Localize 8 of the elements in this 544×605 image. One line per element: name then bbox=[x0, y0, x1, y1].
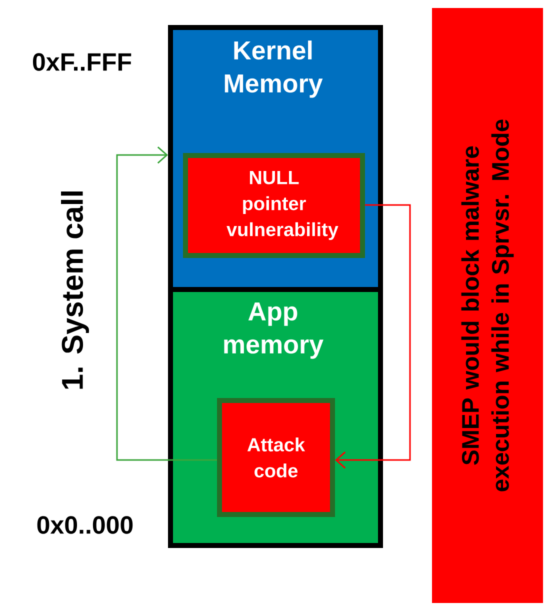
note-box: SMEP would block malware execution while in Sprvsr. Mode bbox=[432, 8, 543, 603]
address-label: 0xF..FFF bbox=[32, 53, 132, 71]
code-box: Attack code bbox=[217, 398, 335, 517]
code-box: NULL pointer vulnerability bbox=[183, 153, 365, 258]
arrow bbox=[335, 204, 411, 469]
arrow bbox=[116, 146, 217, 461]
edge-label: 1. System call bbox=[61, 192, 89, 389]
address-label: 0x0..000 bbox=[37, 516, 133, 534]
